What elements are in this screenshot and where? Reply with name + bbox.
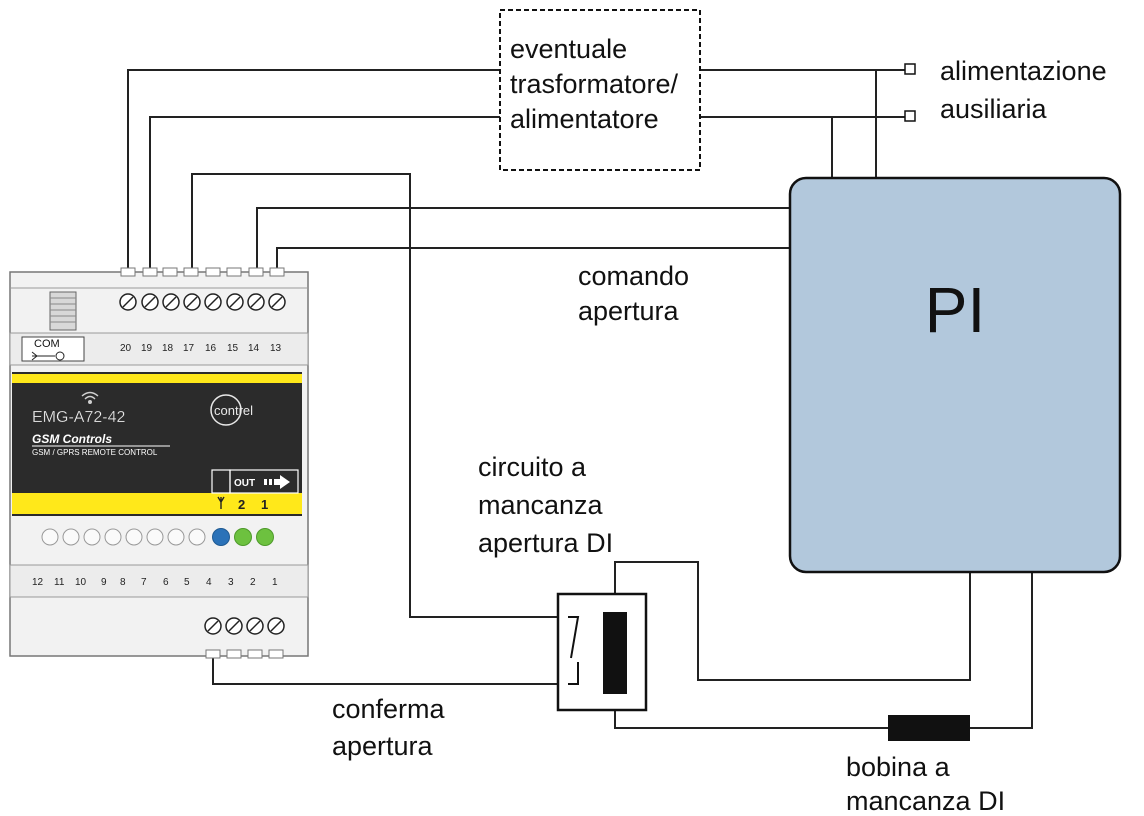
out-number-1: 1 bbox=[261, 497, 268, 512]
bottom-terminal-11: 11 bbox=[54, 577, 65, 588]
led-off bbox=[83, 528, 101, 546]
contrel-logo: contrel bbox=[210, 394, 253, 426]
transformer-label-3: alimentatore bbox=[510, 104, 659, 134]
top-terminal-13: 13 bbox=[270, 343, 282, 354]
aux-power-label-2: ausiliaria bbox=[940, 94, 1048, 124]
bottom-terminal-12: 12 bbox=[32, 577, 44, 588]
product-line: GSM Controls bbox=[32, 432, 112, 446]
led-green-2 bbox=[256, 528, 274, 546]
out-number-2: 2 bbox=[238, 497, 245, 512]
wifi-icon bbox=[81, 391, 99, 405]
bottom-yellow-band bbox=[12, 493, 302, 514]
pi-label: PI bbox=[925, 274, 985, 346]
undervoltage-circuit-label-3: apertura DI bbox=[478, 528, 613, 558]
com-label: COM bbox=[34, 338, 60, 350]
open-command-label-2: apertura bbox=[578, 296, 680, 326]
led-off bbox=[146, 528, 164, 546]
top-terminal-16: 16 bbox=[205, 343, 217, 354]
model-name: EMG-A72-42 bbox=[32, 409, 125, 426]
product-subtitle: GSM / GPRS REMOTE CONTROL bbox=[32, 448, 158, 457]
bottom-terminal-3: 3 bbox=[228, 577, 234, 588]
out-label: OUT bbox=[234, 478, 255, 489]
open-command-label-1: comando bbox=[578, 261, 689, 291]
brand-name: contrel bbox=[214, 403, 253, 418]
bottom-terminal-9: 9 bbox=[101, 577, 107, 588]
com-connector bbox=[21, 336, 85, 362]
transformer-label-2: trasformatore/ bbox=[510, 69, 679, 99]
top-terminal-18: 18 bbox=[162, 343, 174, 354]
bottom-terminal-8: 8 bbox=[120, 577, 126, 588]
bottom-terminal-6: 6 bbox=[163, 577, 169, 588]
led-off bbox=[41, 528, 59, 546]
bottom-terminal-5: 5 bbox=[184, 577, 190, 588]
top-terminal-tabs bbox=[120, 267, 285, 277]
bottom-screws bbox=[204, 617, 285, 635]
bottom-terminal-10: 10 bbox=[75, 577, 87, 588]
gsm-device: COM 20 19 18 17 16 15 14 13 EMG-A72-42 c… bbox=[9, 267, 309, 659]
led-off bbox=[125, 528, 143, 546]
bottom-terminal-1: 1 bbox=[272, 577, 278, 588]
aux-power: alimentazione ausiliaria bbox=[904, 56, 1107, 124]
aux-terminal-1 bbox=[904, 63, 916, 75]
top-terminal-17: 17 bbox=[183, 343, 195, 354]
led-blue bbox=[212, 528, 230, 546]
aux-power-label-1: alimentazione bbox=[940, 56, 1107, 86]
bottom-terminal-2: 2 bbox=[250, 577, 256, 588]
led-off bbox=[188, 528, 206, 546]
led-off bbox=[167, 528, 185, 546]
bottom-terminal-7: 7 bbox=[141, 577, 147, 588]
transformer-label-1: eventuale bbox=[510, 34, 627, 64]
undervoltage-coil bbox=[888, 715, 970, 741]
led-off bbox=[104, 528, 122, 546]
led-row bbox=[41, 528, 274, 546]
top-terminal-20: 20 bbox=[120, 343, 132, 354]
undervoltage-coil-label-2: mancanza DI bbox=[846, 786, 1005, 816]
top-terminal-14: 14 bbox=[248, 343, 260, 354]
transformer-box: eventuale trasformatore/ alimentatore bbox=[499, 9, 701, 171]
bottom-terminal-tabs bbox=[205, 649, 284, 659]
relay-contact bbox=[568, 616, 580, 685]
undervoltage-coil-label-1: bobina a bbox=[846, 752, 951, 782]
bottom-terminal-4: 4 bbox=[206, 577, 212, 588]
front-panel bbox=[12, 372, 302, 516]
open-confirm-label-2: apertura bbox=[332, 731, 434, 761]
antenna-icon bbox=[217, 496, 225, 509]
top-terminal-15: 15 bbox=[227, 343, 239, 354]
top-terminal-19: 19 bbox=[141, 343, 153, 354]
undervoltage-circuit-label-1: circuito a bbox=[478, 452, 587, 482]
top-screws bbox=[119, 293, 286, 311]
top-yellow-band bbox=[12, 374, 302, 383]
undervoltage-circuit-label-2: mancanza bbox=[478, 490, 604, 520]
pi-box: PI bbox=[788, 176, 1122, 574]
arrow-right-icon bbox=[264, 475, 290, 489]
aux-terminal-2 bbox=[904, 110, 916, 122]
open-confirm-label-1: conferma bbox=[332, 694, 446, 724]
undervoltage-relay bbox=[556, 592, 648, 712]
com-jack-icon bbox=[31, 351, 55, 361]
relay-coil bbox=[603, 612, 627, 694]
led-green-1 bbox=[234, 528, 252, 546]
led-off bbox=[62, 528, 80, 546]
